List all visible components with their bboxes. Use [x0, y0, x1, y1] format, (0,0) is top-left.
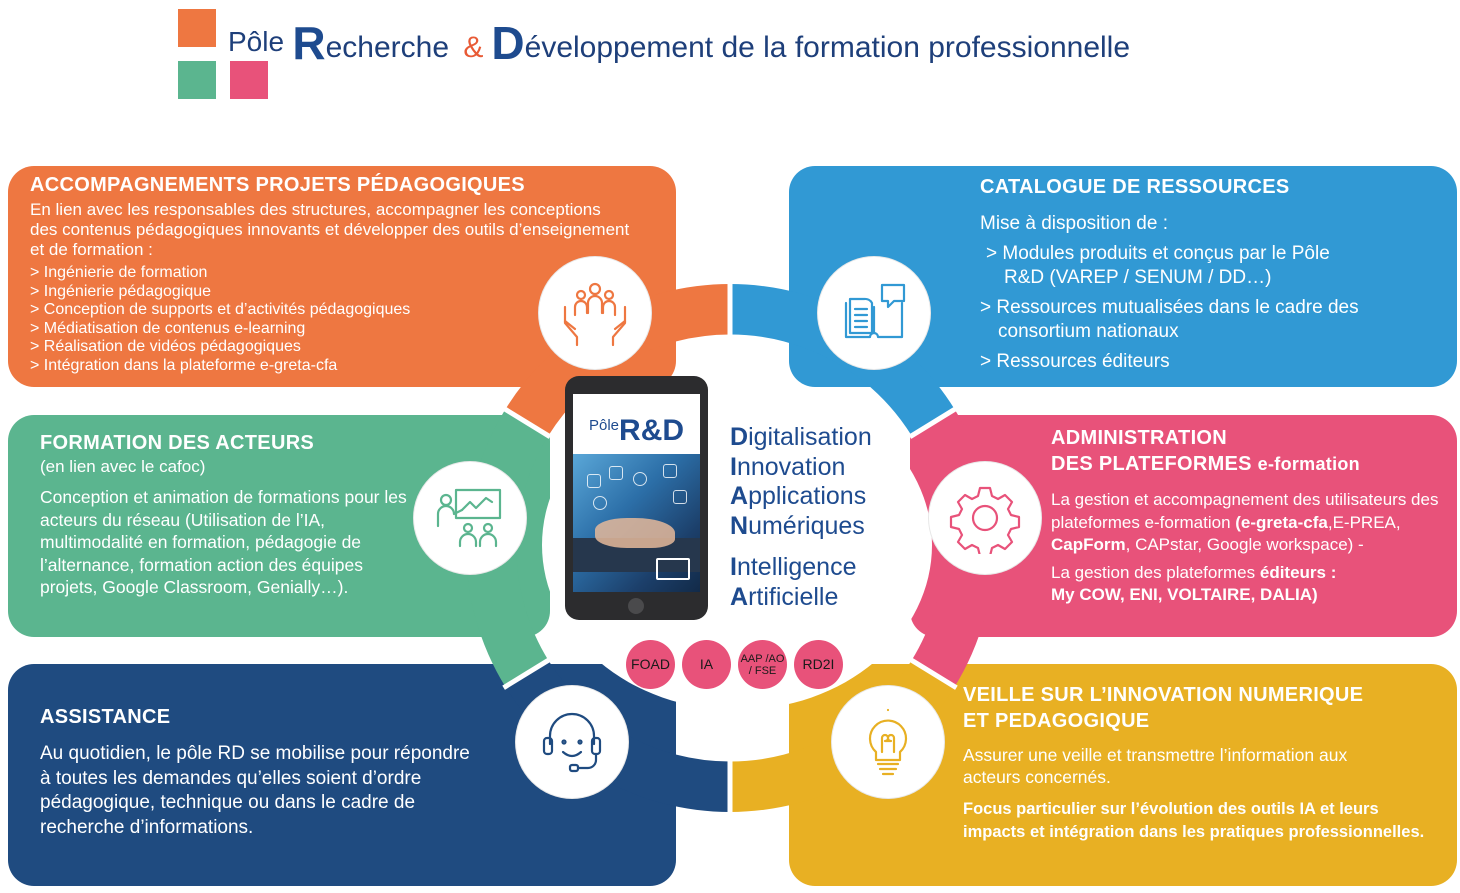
card-title-line2: ET PEDAGOGIQUE [963, 710, 1150, 732]
lightbulb-icon [868, 708, 908, 776]
title-d-letter: D [491, 17, 525, 69]
card-list: > Modules produits et conçus par le Pôle… [980, 242, 1457, 374]
card-title-line1: VEILLE SUR L’INNOVATION NUMERIQUE [963, 684, 1364, 706]
card-formation: FORMATION DES ACTEURS (en lien avec le c… [8, 415, 550, 637]
card-title-line1: ADMINISTRATION [1051, 427, 1228, 449]
hands-group-icon [563, 282, 627, 347]
title-r-letter: R [292, 17, 326, 69]
keyword: Applications [730, 482, 867, 510]
body-strong: éditeurs : [1259, 562, 1337, 582]
headset-icon [542, 712, 602, 773]
icon-circle-formation [414, 462, 526, 574]
title-ampersand: & [463, 31, 484, 64]
list-item-line: > Ressources mutualisées dans le cadre d… [980, 297, 1359, 318]
card-list: > Ingénierie de formation > Ingénierie p… [30, 264, 676, 376]
tablet-logo-pole: Pôle [589, 417, 620, 434]
title-d-rest: éveloppement de la formation professionn… [524, 31, 1131, 64]
book-speech-icon [844, 283, 906, 339]
trainer-board-icon [436, 488, 502, 548]
logo-square-pink [230, 61, 268, 99]
card-title: ACCOMPAGNEMENTS PROJETS PÉDAGOGIQUES [30, 174, 525, 196]
card-intro: En lien avec les responsables des struct… [30, 200, 630, 259]
list-item: > Intégration dans la plateforme e-greta… [30, 356, 338, 374]
logo-square-orange [178, 9, 216, 47]
title-pole: Pôle [228, 26, 285, 57]
body-text: La gestion des plateformes [1051, 562, 1260, 582]
list-item: > Ressources mutualisées dans le cadre d… [980, 296, 1457, 344]
list-item: > Conception de supports et d’activités … [30, 301, 411, 319]
badge-aap: AAP /AO / FSE [738, 640, 787, 689]
keyword: Digitalisation [730, 423, 872, 451]
body-text: ,E-PREA, [1327, 512, 1401, 532]
central-keywords: Digitalisation Innovation Applications N… [730, 423, 872, 612]
body-strong: My COW, ENI, VOLTAIRE, DALIA) [1051, 585, 1318, 604]
list-item: > Ingénierie pédagogique [30, 282, 212, 300]
card-body-1: La gestion et accompagnement des utilisa… [1051, 489, 1441, 557]
tablet-home-button [628, 598, 644, 614]
devices-icon [656, 558, 690, 580]
tablet-logo-rd: R&D [619, 414, 685, 447]
badge-ia: IA [682, 640, 731, 689]
icon-circle-catalogue [818, 257, 930, 369]
list-item: > Réalisation de vidéos pédagogiques [30, 338, 301, 356]
card-subtitle: (en lien avec le cafoc) [40, 457, 206, 476]
body-strong: (e-greta-cfa [1235, 512, 1328, 532]
list-item: > Modules produits et conçus par le Pôle… [980, 242, 1457, 290]
card-intro: Mise à disposition de : [980, 213, 1168, 234]
page-title: Pôle Recherche &Développement de la form… [228, 12, 1130, 78]
list-item: > Ressources éditeurs [980, 351, 1170, 372]
card-title: CATALOGUE DE RESSOURCES [980, 176, 1290, 198]
card-title: ASSISTANCE [40, 706, 171, 728]
icon-circle-administration [929, 462, 1041, 574]
tablet-image: PôleR&D [565, 376, 708, 620]
tablet-screen: PôleR&D [573, 394, 700, 592]
body-text: , CAPstar, Google workspace) - [1125, 535, 1364, 554]
keyword: Numériques [730, 511, 865, 540]
tablet-logo: PôleR&D [589, 414, 684, 448]
icon-circle-accompagnements [539, 257, 651, 369]
body-text: La gestion et accompagnement des utilisa… [1051, 490, 1439, 532]
card-body-2: La gestion des plateformes éditeurs : My… [1051, 562, 1457, 607]
list-item-line: > Modules produits et conçus par le Pôle [986, 243, 1330, 264]
title-r-rest: echerche [325, 31, 450, 64]
icon-circle-assistance [516, 686, 628, 798]
keyword: Artificielle [730, 582, 839, 611]
badge-foad: FOAD [626, 640, 675, 689]
list-item-line: consortium nationaux [998, 321, 1179, 342]
keyword: Innovation [730, 452, 846, 481]
badge-rd2i: RD2I [794, 640, 843, 689]
gear-icon [949, 486, 1021, 554]
keyword: Intelligence [730, 553, 857, 581]
card-title-line2: DES PLATEFORMES e-formation [1051, 451, 1457, 477]
list-item-line: R&D (VAREP / SENUM / DD…) [1004, 267, 1272, 288]
tablet-photo [573, 454, 700, 592]
card-title: FORMATION DES ACTEURS [40, 432, 315, 454]
body-strong: CapForm [1051, 535, 1126, 554]
ring-segment-blue [730, 284, 955, 436]
card-body: Au quotidien, le pôle RD se mobilise pou… [40, 743, 470, 838]
icon-circle-veille [832, 686, 944, 798]
card-title-main: DES PLATEFORMES [1051, 453, 1252, 475]
logo-square-green [178, 61, 216, 99]
card-body: Conception et animation de formations po… [40, 487, 407, 597]
card-body: Assurer une veille et transmettre l’info… [963, 745, 1348, 787]
list-item: > Ingénierie de formation [30, 264, 208, 281]
list-item: > Médiatisation de contenus e-learning [30, 319, 306, 337]
card-focus: Focus particulier sur l’évolution des ou… [963, 800, 1425, 841]
card-title-small: e-formation [1257, 454, 1360, 474]
